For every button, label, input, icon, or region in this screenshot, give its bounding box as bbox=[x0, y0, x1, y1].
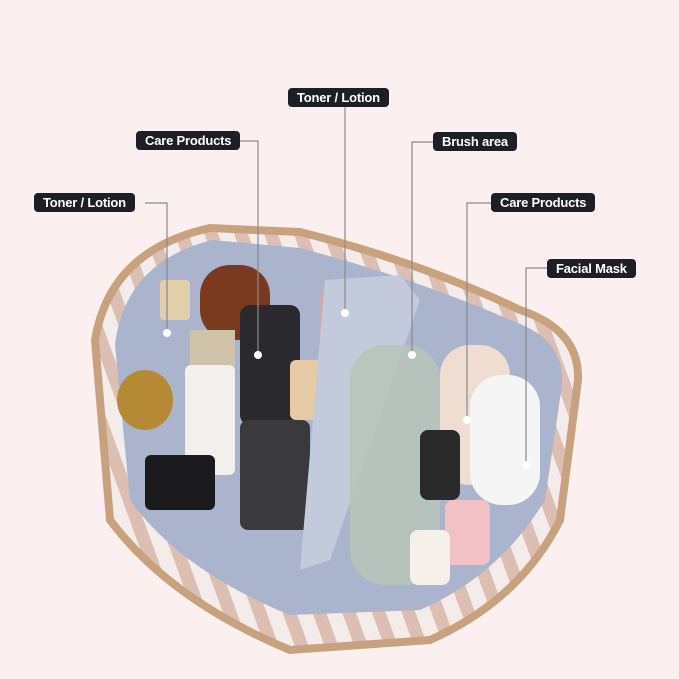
label-facial-mask: Facial Mask bbox=[547, 259, 636, 278]
label-care-products-left: Care Products bbox=[136, 131, 241, 150]
callout-lines bbox=[145, 107, 547, 465]
label-toner-lotion-top: Toner / Lotion bbox=[288, 88, 389, 107]
label-toner-lotion-left: Toner / Lotion bbox=[34, 193, 135, 212]
label-brush-area: Brush area bbox=[433, 132, 517, 151]
bag-contents bbox=[117, 265, 540, 585]
callout-dots bbox=[163, 309, 530, 469]
label-care-products-right: Care Products bbox=[491, 193, 596, 212]
